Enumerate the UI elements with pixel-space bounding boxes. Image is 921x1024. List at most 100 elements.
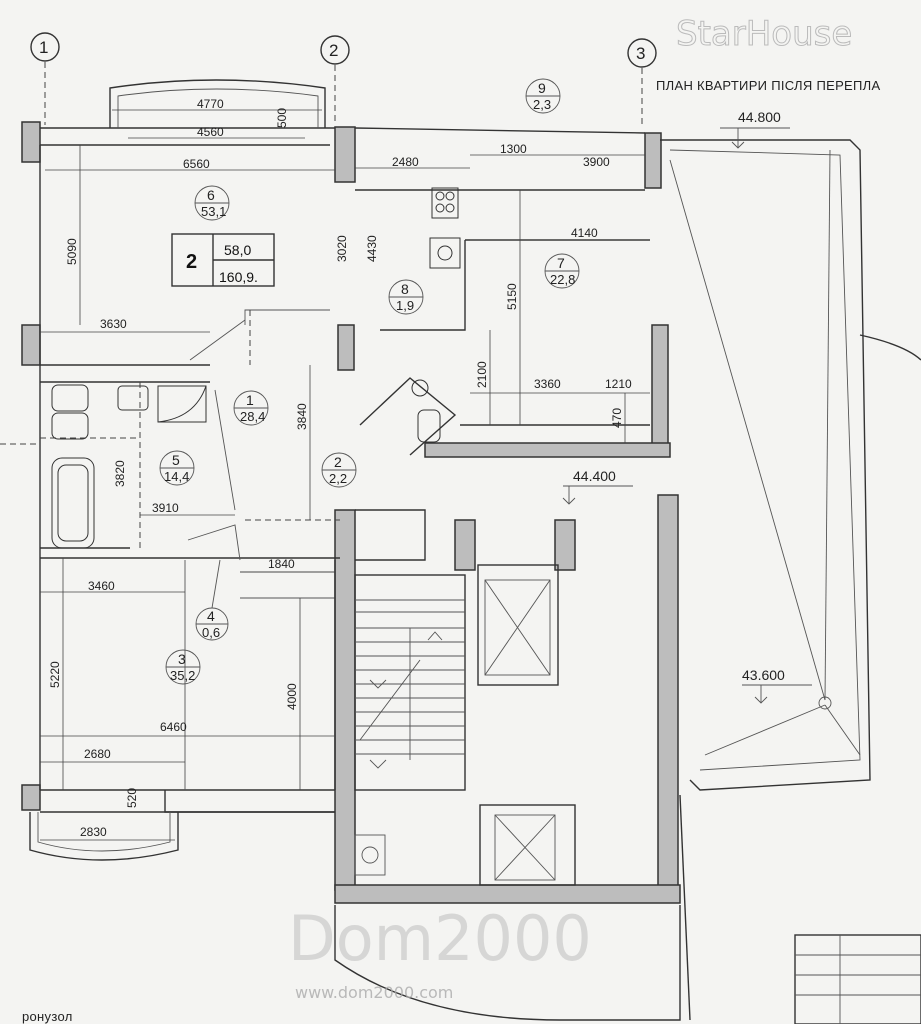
stove (431, 187, 459, 219)
dim-3460: 3460 (88, 579, 115, 593)
fixtures (51, 187, 461, 549)
balcony-top (109, 79, 326, 128)
wall-segment (644, 132, 662, 189)
level-44400: 44.400 (573, 468, 616, 484)
dim-6560: 6560 (183, 157, 210, 171)
dim-3630: 3630 (100, 317, 127, 331)
dim-520: 520 (125, 788, 139, 808)
axis-label-1: 1 (39, 38, 48, 57)
balcony-bottom-inner (37, 812, 171, 852)
elevator-cross (484, 579, 551, 676)
room-number: 7 (557, 255, 565, 271)
dim-2100: 2100 (475, 361, 489, 388)
balconies (29, 79, 921, 1021)
room-markers: 6 53,1 9 2,3 7 22,8 8 1,9 1 28,4 (159, 78, 580, 685)
dim-1300: 1300 (500, 142, 527, 156)
elevator-cross (494, 814, 556, 881)
room-number: 6 (207, 187, 215, 203)
dimension-labels: 4770 4560 500 6560 2480 1300 3900 4140 5… (48, 97, 632, 839)
bathtub-inner (57, 464, 89, 542)
wall-segment (651, 324, 669, 446)
level-marks: 44.800 44.400 43.600 (562, 109, 812, 704)
room-5: 5 14,4 (159, 450, 195, 486)
elevator-cabin-1 (484, 579, 551, 676)
outline-shower (359, 377, 457, 456)
level-44800: 44.800 (738, 109, 781, 125)
living-area: 58,0 (224, 242, 251, 258)
dim-5150: 5150 (505, 283, 519, 310)
outline (354, 127, 646, 134)
terrace (660, 139, 871, 791)
sink-3 (411, 379, 429, 397)
watermark-site: www.dom2000.com (295, 983, 453, 1002)
toilet-2 (51, 412, 89, 440)
title-block-frame (794, 934, 921, 1024)
dim-3020: 3020 (335, 235, 349, 262)
terrace-arc (859, 334, 921, 361)
elevator-shaft-2 (479, 804, 576, 886)
dim-500: 500 (275, 108, 289, 128)
stair-arrow-head (369, 679, 387, 689)
room-area: 53,1 (201, 204, 226, 219)
dim-2830: 2830 (80, 825, 107, 839)
axis-label-2: 2 (329, 41, 338, 60)
dim-4430: 4430 (365, 235, 379, 262)
room-number: 5 (172, 452, 180, 468)
building-edge (679, 794, 691, 1021)
stove-burner (445, 203, 455, 213)
sink-1 (117, 385, 149, 411)
room-area: 1,9 (396, 298, 414, 313)
level-43600: 43.600 (742, 667, 785, 683)
stairwell (354, 564, 576, 886)
rooms-count: 2 (186, 251, 197, 273)
terrace-slope (704, 704, 826, 756)
terrace-inner (669, 149, 861, 771)
room-area: 2,3 (533, 97, 551, 112)
terrace-slope (824, 149, 831, 701)
stair-arrow-head (369, 759, 387, 769)
shower-1 (157, 385, 207, 423)
axis-circle-3 (627, 38, 657, 68)
room-2: 2 2,2 (321, 452, 357, 488)
wall-stair-bottom (334, 884, 681, 904)
outline (380, 240, 466, 331)
outline (355, 509, 426, 561)
wall-segment (21, 784, 41, 811)
dim-3840: 3840 (295, 403, 309, 430)
room-1: 1 28,4 (233, 390, 269, 426)
room-number: 8 (401, 281, 409, 297)
axis-markers: 1 2 3 (0, 32, 657, 445)
shower-arc (157, 385, 207, 423)
toilet-3 (417, 409, 441, 443)
stove-burner (435, 203, 445, 213)
sink-2-bowl (437, 245, 453, 261)
apartment-summary: 2 58,0 160,9. (171, 233, 275, 287)
total-area: 160,9. (219, 269, 258, 285)
watermark-dom2000: Dom2000 (288, 902, 592, 975)
room-area: 0,6 (202, 625, 220, 640)
wall-stair-right (657, 494, 679, 896)
dim-1210: 1210 (605, 377, 632, 391)
outline (189, 319, 246, 361)
dim-3820: 3820 (113, 460, 127, 487)
dim-470: 470 (610, 408, 624, 428)
wall-stair-left (334, 509, 356, 891)
dimension-lines (40, 109, 650, 841)
room-area: 14,4 (164, 469, 189, 484)
outline (244, 309, 330, 325)
axis-circle-1 (30, 32, 60, 62)
dim-4770: 4770 (197, 97, 224, 111)
dim-4000: 4000 (285, 683, 299, 710)
title-block (794, 934, 921, 1024)
room-area: 35,2 (170, 668, 195, 683)
outline (214, 389, 236, 511)
room-number: 9 (538, 80, 546, 96)
wall-segment (334, 126, 356, 183)
toilet-1 (51, 384, 89, 412)
dim-3900: 3900 (583, 155, 610, 169)
elevator-cabin-2 (494, 814, 556, 881)
dim-3910: 3910 (152, 501, 179, 515)
room-outlines (39, 127, 650, 813)
stair-outline (354, 574, 466, 791)
